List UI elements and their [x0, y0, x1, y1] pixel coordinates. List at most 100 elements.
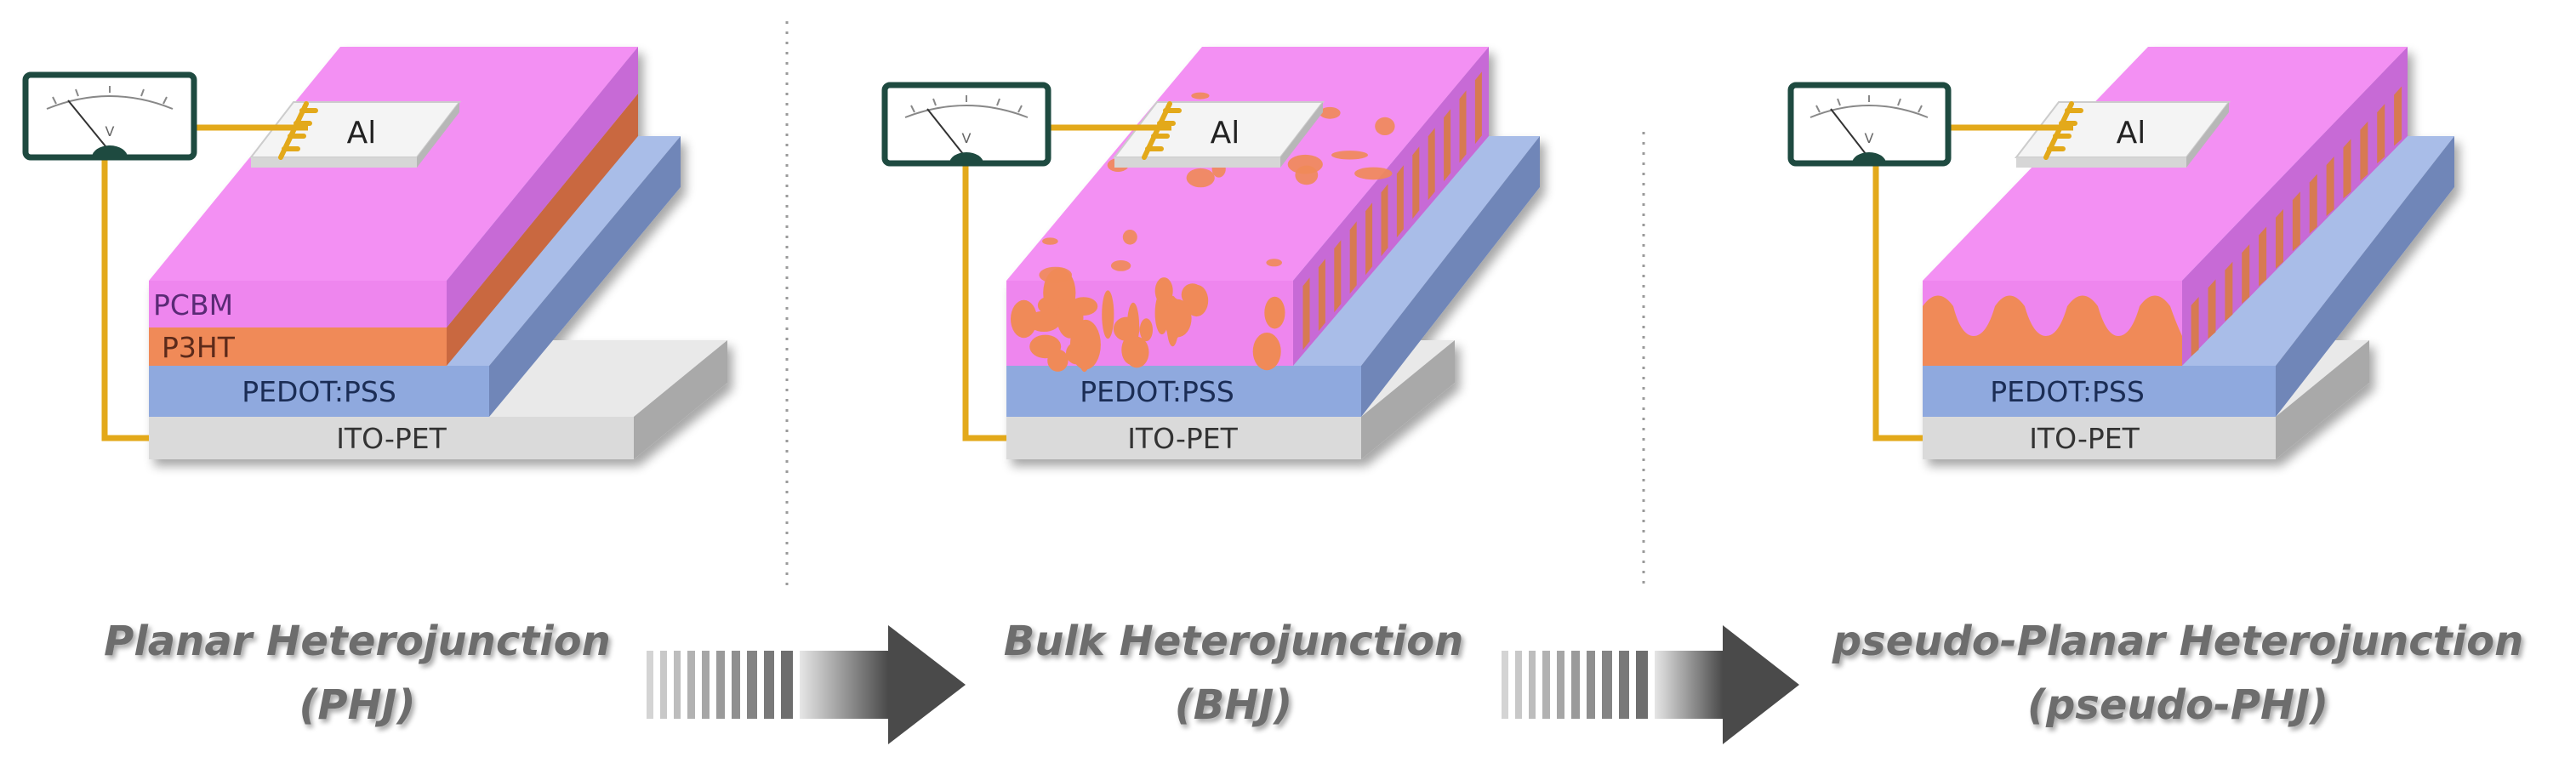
p3ht-stripe: [2343, 139, 2351, 199]
p3ht-stripe: [2394, 86, 2402, 146]
p3ht-domain: [1125, 336, 1149, 368]
p3ht-domain: [1354, 167, 1393, 180]
p3ht-domain: [1110, 260, 1131, 271]
pphj-al-label: Al: [2117, 116, 2146, 151]
bhj-label-pedot: PEDOT:PSS: [1080, 375, 1234, 408]
arrow-bhj-to-pphj: [1502, 625, 1799, 744]
pphj-caption-line2: (pseudo-PHJ): [2027, 681, 2328, 729]
phj-al-label: Al: [347, 116, 377, 151]
p3ht-domain: [1287, 154, 1323, 174]
p3ht-domain: [1154, 277, 1173, 305]
pphj-pedot-layer: [1923, 366, 2276, 417]
p3ht-stripe: [2275, 208, 2283, 269]
p3ht-stripe: [2208, 279, 2216, 339]
pedot-layer: [149, 366, 489, 417]
p3ht-stripe: [2225, 261, 2233, 322]
p3ht-layer: [149, 327, 447, 366]
phj-label-ito: ITO-PET: [336, 422, 447, 455]
pcbm-layer: [149, 281, 447, 327]
bhj-voltmeter: V: [881, 82, 1051, 167]
pphj-caption-line1: pseudo-Planar Heterojunction: [1832, 618, 2524, 665]
p3ht-stripe: [2242, 244, 2250, 305]
phj-meter-label: V: [105, 123, 115, 140]
p3ht-domain: [1428, 128, 1435, 201]
bhj-layer-labels: PEDOT:PSS ITO-PET: [1080, 375, 1238, 455]
bhj-domain-pattern: [1011, 71, 1482, 373]
p3ht-domain: [1381, 184, 1388, 257]
pphj-al-electrode: Al: [2014, 101, 2231, 168]
pphj-label-pedot: PEDOT:PSS: [1990, 375, 2145, 408]
p3ht-domain: [1029, 334, 1062, 359]
bhj-label-ito: ITO-PET: [1127, 422, 1238, 455]
p3ht-domain: [1166, 295, 1179, 347]
bhj-pedot-layer: [1006, 366, 1361, 417]
phj-device: [149, 47, 727, 459]
p3ht-domain: [1459, 90, 1467, 163]
p3ht-stripe: [2191, 297, 2199, 356]
phj-al-electrode: Al: [248, 101, 462, 168]
p3ht-domain: [1396, 165, 1404, 238]
pphj-meter-label: V: [1865, 130, 1874, 146]
p3ht-stripe: [2360, 121, 2368, 181]
p3ht-stripe: [2377, 104, 2385, 164]
pcbm-side: [447, 47, 638, 327]
p3ht-domain: [1444, 109, 1451, 182]
bhj-wire: [962, 124, 1171, 441]
ito-layer: [149, 417, 634, 459]
pphj-side-stripes: [2191, 86, 2402, 356]
phj-layer-labels: PCBM P3HT PEDOT:PSS ITO-PET: [153, 288, 447, 455]
bhj-ito-layer: [1006, 417, 1361, 459]
phj-caption-line2: (PHJ): [299, 681, 415, 729]
p3ht-domain: [1037, 297, 1059, 314]
bhj-meter-label: V: [962, 130, 972, 146]
p3ht-domain: [1186, 168, 1215, 188]
bhj-al-label: Al: [1211, 116, 1240, 151]
p3ht-domain: [1331, 151, 1368, 160]
bhj-blend-side: [1293, 47, 1489, 366]
phj-wire: [101, 124, 308, 441]
p3ht-domain: [1252, 333, 1281, 371]
p3ht-domain: [1319, 106, 1341, 119]
phj-voltmeter: V: [22, 71, 197, 161]
p3ht-stripe: [2292, 191, 2300, 252]
p3ht-domain: [1365, 202, 1373, 276]
pphj-voltmeter: V: [1787, 82, 1952, 167]
p3ht-domain: [1349, 221, 1357, 294]
bhj-caption-line1: Bulk Heterojunction: [1004, 618, 1464, 665]
pphj-label-ito: ITO-PET: [2029, 422, 2140, 455]
p3ht-domain: [1318, 259, 1325, 332]
p3ht-stripe: [2259, 226, 2267, 287]
phj-label-p3ht: P3HT: [162, 331, 236, 364]
p3ht-domain: [1191, 92, 1210, 100]
p3ht-domain: [1079, 344, 1090, 373]
pphj-p3ht-waves: [1923, 295, 2182, 366]
p3ht-side: [447, 94, 638, 366]
p3ht-domain: [1474, 71, 1482, 145]
p3ht-stripe: [2309, 174, 2317, 234]
p3ht-domain: [1264, 296, 1285, 329]
pphj-wire: [1872, 124, 2073, 441]
phj-label-pcbm: PCBM: [153, 288, 233, 322]
p3ht-stripe: [2326, 157, 2334, 216]
p3ht-domain: [1057, 297, 1084, 339]
p3ht-domain: [1184, 284, 1209, 317]
arrow-phj-to-bhj: [647, 625, 966, 744]
phj-caption-line1: Planar Heterojunction: [104, 618, 611, 665]
p3ht-domain: [1302, 277, 1310, 350]
p3ht-domain: [1139, 318, 1153, 342]
pphj-ito-layer: [1923, 417, 2276, 459]
p3ht-domain: [1266, 259, 1282, 267]
p3ht-domain: [1334, 240, 1342, 313]
p3ht-domain: [1412, 146, 1420, 219]
ito-side: [634, 340, 727, 459]
p3ht-domain: [1122, 230, 1137, 245]
phj-label-pedot: PEDOT:PSS: [242, 375, 396, 408]
pedot-side: [489, 136, 681, 417]
pphj-layer-labels: PEDOT:PSS ITO-PET: [1990, 375, 2145, 455]
p3ht-domain: [1039, 266, 1072, 283]
p3ht-domain: [1102, 290, 1114, 339]
p3ht-domain: [1042, 237, 1058, 245]
p3ht-domain: [1375, 117, 1395, 135]
bhj-caption-line2: (BHJ): [1175, 681, 1293, 729]
